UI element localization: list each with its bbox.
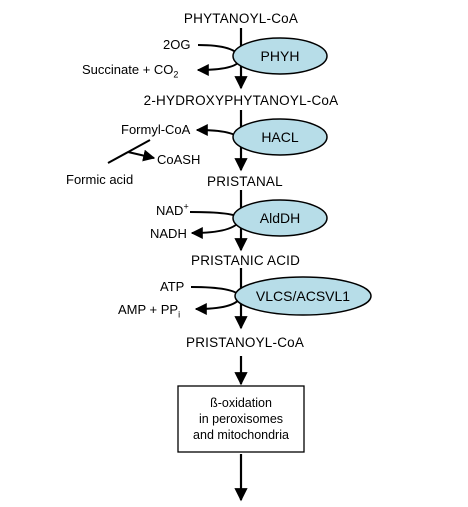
cofactor-coash: CoASH <box>157 152 201 167</box>
enzyme-vlcs-ellipse <box>234 276 372 316</box>
metabolite-phytanoyl-coa: PHYTANOYL-CoA <box>183 11 299 26</box>
beta-oxidation-box <box>177 385 305 453</box>
step1-output-curve <box>196 59 241 76</box>
cofactor-formyl-coa: Formyl-CoA <box>121 122 191 137</box>
cofactor-nad: NAD+ <box>156 201 189 218</box>
enzyme-hacl-ellipse <box>232 118 328 156</box>
cofactor-atp: ATP <box>160 279 185 294</box>
metabolite-pristanal: PRISTANAL <box>207 174 283 189</box>
enzyme-aldh-ellipse <box>232 199 328 237</box>
metabolite-pristanoyl-coa: PRISTANOYL-CoA <box>186 335 305 350</box>
enzyme-phyh-label: PHYH <box>260 48 300 64</box>
enzyme-vlcs-label: VLCS/ACSVL1 <box>255 288 351 304</box>
cofactor-formic-acid: Formic acid <box>66 172 134 187</box>
step4-output-curve <box>194 297 241 315</box>
cofactor-amp-ppi: AMP + PPi <box>118 302 181 320</box>
cofactor-succinate-co2: Succinate + CO2 <box>82 62 179 80</box>
box-line-1: ß-oxidation <box>210 396 272 410</box>
step2-coash-arrow <box>127 149 156 162</box>
metabolite-pristanic-acid: PRISTANIC ACID <box>191 253 301 268</box>
box-line-2: in peroxisomes <box>198 412 284 426</box>
cofactor-nadh: NADH <box>150 226 187 241</box>
box-line-3: and mitochondria <box>193 428 289 442</box>
step3-output-curve <box>190 219 241 239</box>
enzyme-hacl-label: HACL <box>261 129 299 145</box>
step4-input-curve <box>190 286 241 297</box>
enzyme-phyh-ellipse <box>232 37 328 75</box>
cofactor-2og: 2OG <box>163 37 191 52</box>
beta-oxidation-text: ß-oxidation in peroxisomes and mitochond… <box>178 386 304 452</box>
enzyme-aldh-label: AldDH <box>259 210 301 226</box>
metabolite-hydroxyphytanoyl-coa: 2-HYDROXYPHYTANOYL-CoA <box>143 93 339 108</box>
